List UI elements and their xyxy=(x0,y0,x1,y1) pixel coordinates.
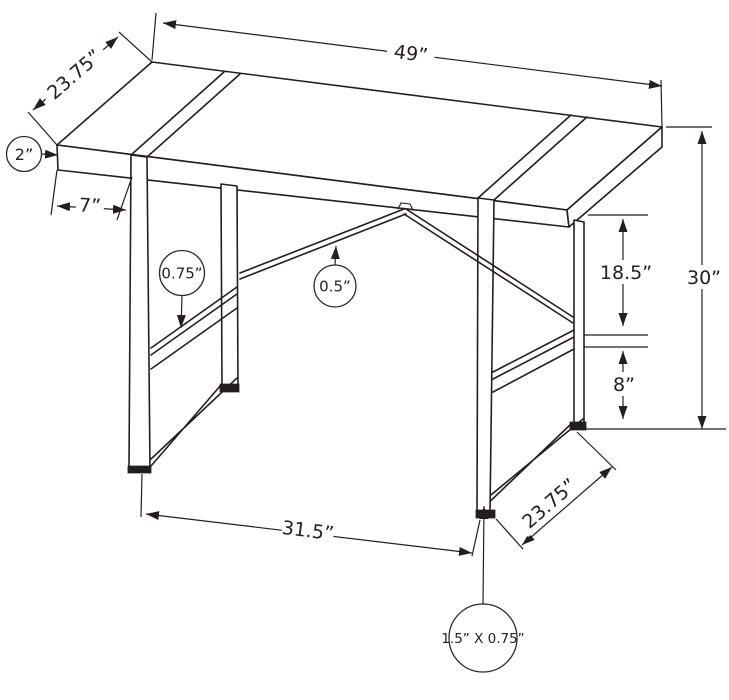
callout-top-thickness: 2” xyxy=(5,135,43,173)
right-rear-foot-pad xyxy=(569,421,587,431)
svg-text:23.75”: 23.75” xyxy=(518,474,581,533)
label-leg-depth: 23.75” xyxy=(512,469,586,537)
svg-text:2”: 2” xyxy=(15,145,33,164)
label-top-depth: 23.75” xyxy=(37,40,111,108)
callout-brace: 0.5” xyxy=(313,264,357,308)
svg-text:30”: 30” xyxy=(687,267,721,289)
brace-apex-bracket xyxy=(397,202,414,211)
svg-text:0.5”: 0.5” xyxy=(319,278,351,296)
leader-brace xyxy=(330,245,340,266)
leader-leg-tube xyxy=(479,505,489,605)
svg-text:8”: 8” xyxy=(613,374,635,396)
leader-top-thickness xyxy=(41,149,59,159)
desk-legs xyxy=(127,154,587,519)
callout-shelf-bar: 0.75” xyxy=(158,249,206,297)
callout-leg-tube: 1.5” X 0.75” xyxy=(441,603,525,673)
right-shelf-rail xyxy=(492,329,575,393)
left-rear-foot-pad xyxy=(219,383,240,393)
right-front-foot-pad xyxy=(475,509,496,519)
svg-text:49”: 49” xyxy=(393,41,429,67)
label-shelf-to-floor: 8” xyxy=(612,372,636,396)
right-leg-front-member xyxy=(476,197,495,514)
left-shelf-rail xyxy=(150,286,238,370)
right-leg-rear-member xyxy=(573,219,585,429)
tabletop-seam-right-2 xyxy=(493,116,588,201)
tabletop-seam-right-1 xyxy=(477,114,572,199)
leader-shelf-bar xyxy=(176,295,186,329)
center-brace-left xyxy=(239,208,407,280)
svg-text:1.5” X 0.75”: 1.5” X 0.75” xyxy=(441,631,524,647)
svg-text:0.75”: 0.75” xyxy=(161,265,202,283)
dim-line-leg-depth xyxy=(521,466,613,546)
svg-text:23.75”: 23.75” xyxy=(43,45,106,104)
center-brace-right xyxy=(403,208,574,324)
ext-lines xyxy=(27,12,726,557)
left-leg-front-member xyxy=(128,154,151,469)
desk-tabletop xyxy=(56,61,663,228)
left-front-foot-pad xyxy=(127,465,152,474)
label-between-legs: 31.5” xyxy=(281,514,336,545)
svg-text:18.5”: 18.5” xyxy=(600,262,652,284)
label-leg-inset: 7” xyxy=(75,193,105,218)
tabletop-right-face xyxy=(566,126,663,228)
label-overall-height: 30” xyxy=(684,265,724,289)
label-top-to-shelf: 18.5” xyxy=(599,260,653,284)
label-top-width: 49” xyxy=(385,38,437,68)
svg-text:7”: 7” xyxy=(78,194,101,217)
left-leg-rear-member xyxy=(220,183,239,390)
